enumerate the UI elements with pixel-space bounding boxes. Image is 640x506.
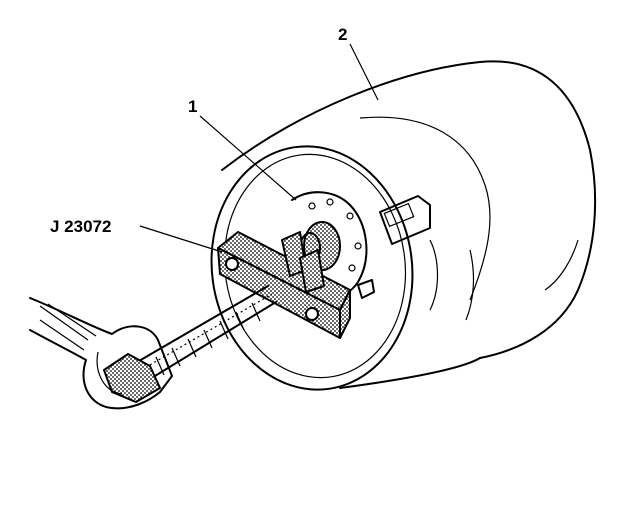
- open-end-wrench: [29, 297, 173, 410]
- tool-number-label: J 23072: [50, 217, 111, 236]
- housing-cylinder: [210, 60, 597, 391]
- callout-1-label: 1: [188, 97, 197, 116]
- forcing-screw: [103, 285, 277, 403]
- leader-lines: [139, 43, 379, 253]
- puller-tool-bar: [217, 231, 351, 339]
- callout-2-label: 2: [338, 25, 347, 44]
